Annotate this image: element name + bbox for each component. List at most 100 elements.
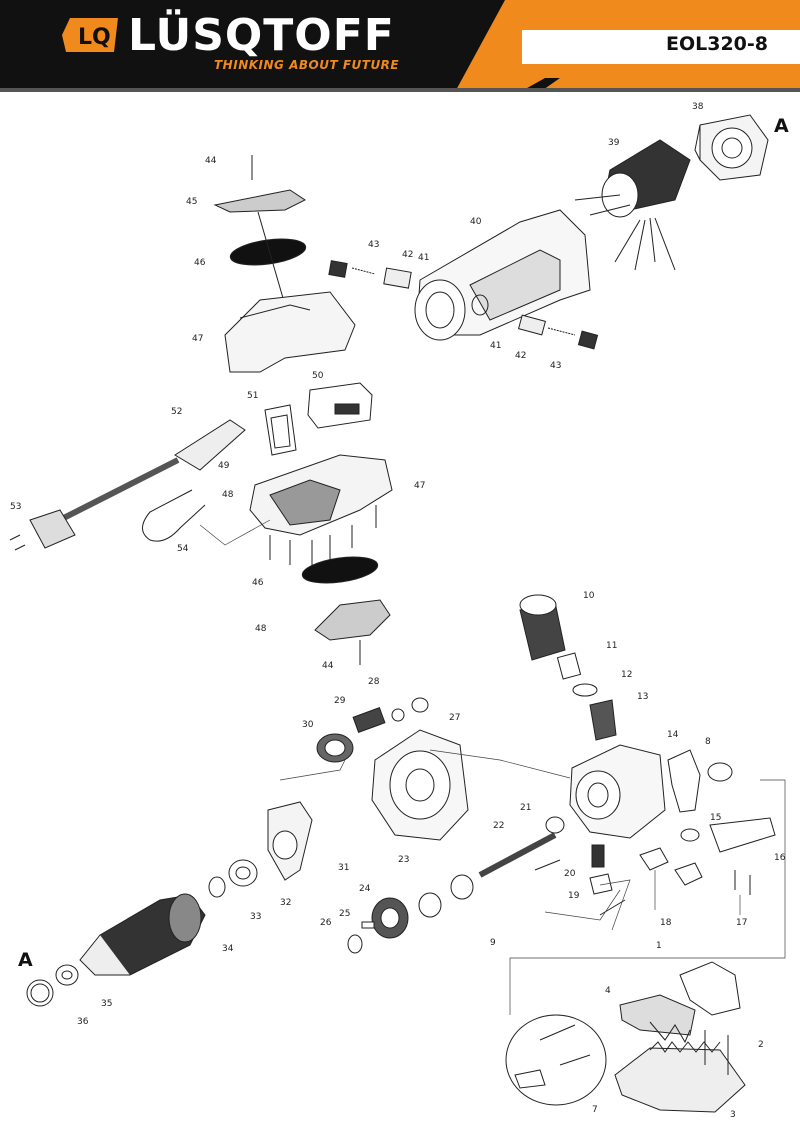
part-lower-cover — [301, 556, 391, 665]
part-circle-7 — [505, 1014, 607, 1106]
part-lower-blade-3 — [614, 1041, 746, 1113]
part-wrench-54 — [142, 489, 206, 542]
part-label: 33 — [250, 912, 261, 922]
part-label: 8 — [705, 737, 711, 747]
part-label: 30 — [302, 720, 314, 730]
part-gear-housing-27 — [371, 729, 469, 841]
brand-logo-text: LQ — [78, 25, 111, 50]
part-label: 27 — [449, 713, 460, 723]
part-label: 20 — [564, 869, 576, 879]
part-key-25 — [361, 921, 375, 929]
part-washer-15 — [680, 828, 700, 842]
part-ring-26 — [347, 934, 363, 954]
part-labels: 1 2 3 4 7 8 9 10 11 12 13 14 15 16 17 18… — [10, 102, 786, 1120]
part-ring-36 — [26, 979, 54, 1007]
part-label: 12 — [621, 670, 632, 680]
part-label: 18 — [660, 918, 672, 928]
part-bushing-21 — [545, 816, 565, 834]
brand-logo: LQ — [62, 14, 122, 56]
part-label: 54 — [177, 544, 189, 554]
brand-name: LÜSQTOFF — [128, 10, 395, 61]
part-label: 4 — [605, 986, 611, 996]
part-label: 10 — [583, 591, 595, 601]
part-lower-handle — [249, 454, 393, 568]
part-label: 44 — [205, 156, 217, 166]
part-label: 41 — [490, 341, 501, 351]
part-label: 39 — [608, 138, 620, 148]
part-label: 9 — [490, 938, 496, 948]
part-handle-10 — [519, 594, 566, 661]
part-label: 41 — [418, 253, 429, 263]
header-graphics — [0, 0, 800, 92]
part-brush-bottom — [517, 314, 599, 350]
part-blade-guard-1 — [679, 961, 741, 1016]
part-label: 11 — [606, 641, 617, 651]
part-bushing-28 — [391, 697, 429, 722]
part-pinion-20 — [591, 844, 605, 868]
part-bearing-32 — [228, 859, 258, 887]
part-label: 40 — [470, 217, 482, 227]
part-label: 31 — [338, 863, 349, 873]
part-label: 35 — [101, 999, 112, 1009]
section-marker-a-top: A — [774, 115, 789, 137]
part-stator-39 — [574, 139, 691, 271]
part-label: 52 — [171, 407, 182, 417]
leader-lines — [199, 519, 786, 1015]
part-switch-50 — [307, 382, 373, 429]
part-label: 47 — [192, 334, 203, 344]
part-bearings-23 — [418, 874, 474, 918]
part-label: 44 — [322, 661, 334, 671]
part-label: 46 — [252, 578, 264, 588]
part-label: 15 — [710, 813, 721, 823]
part-label: 7 — [592, 1105, 598, 1115]
part-sleeve-11 — [556, 652, 582, 680]
part-pinion-29 — [352, 707, 386, 733]
part-label: 36 — [77, 1017, 89, 1027]
part-power-cord — [9, 419, 246, 551]
part-label: 42 — [402, 250, 413, 260]
brand-tagline: THINKING ABOUT FUTURE — [214, 58, 400, 72]
part-ring-33 — [208, 876, 226, 898]
part-bracket-31 — [267, 801, 313, 881]
part-label: 32 — [280, 898, 291, 908]
part-label: 43 — [368, 240, 379, 250]
model-box: EOL320-8 — [522, 30, 800, 64]
part-label: 2 — [758, 1040, 764, 1050]
header-banner: LQ LÜSQTOFF THINKING ABOUT FUTURE EOL320… — [0, 0, 800, 92]
part-motor-body-40 — [414, 209, 591, 341]
part-screw-9 — [534, 859, 626, 916]
part-label: 3 — [730, 1110, 736, 1120]
part-label: 48 — [222, 490, 234, 500]
part-label: 26 — [320, 918, 332, 928]
part-label: 42 — [515, 351, 526, 361]
part-label: 48 — [255, 624, 267, 634]
part-label: 49 — [218, 461, 230, 471]
part-armature-34 — [79, 893, 206, 976]
part-label: 14 — [667, 730, 679, 740]
part-top-cover — [213, 155, 356, 373]
part-gear-30 — [316, 733, 354, 763]
part-label: 22 — [493, 821, 504, 831]
part-upper-blade-4 — [619, 994, 696, 1044]
part-link-16 — [707, 762, 776, 853]
part-brush-top — [328, 260, 412, 289]
part-label: 34 — [222, 944, 234, 954]
model-number: EOL320-8 — [665, 33, 768, 55]
part-label: 29 — [334, 696, 346, 706]
part-label: 38 — [692, 102, 704, 112]
part-label: 25 — [339, 909, 350, 919]
part-label: 50 — [312, 371, 324, 381]
part-label: 45 — [186, 197, 197, 207]
part-label: 23 — [398, 855, 409, 865]
part-gear-24 — [371, 897, 409, 939]
part-nut-13 — [589, 699, 617, 741]
part-screws-17 — [734, 870, 751, 895]
part-label: 21 — [520, 803, 531, 813]
part-label: 46 — [194, 258, 206, 268]
part-label: 43 — [550, 361, 561, 371]
section-marker-a-bottom: A — [18, 949, 33, 971]
part-bracket-51 — [264, 404, 297, 456]
part-screws-2 — [704, 1030, 729, 1075]
part-label: 13 — [637, 692, 648, 702]
